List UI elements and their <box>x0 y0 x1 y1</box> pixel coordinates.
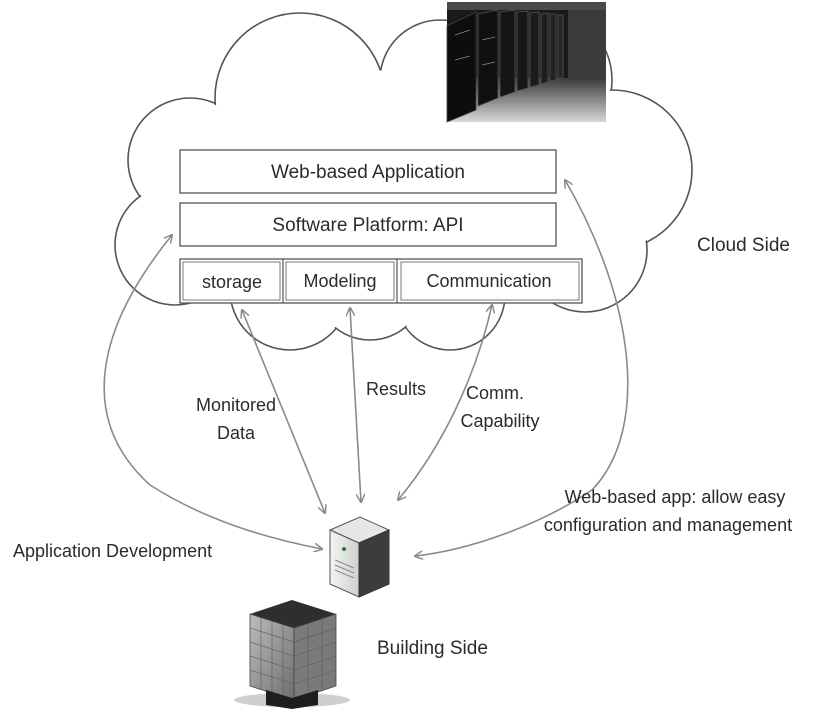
server-tower-icon <box>328 516 391 598</box>
module-row: storage Modeling Communication <box>179 258 583 304</box>
building-side-label: Building Side <box>377 638 488 659</box>
monitored-label-line1: Monitored <box>196 395 276 415</box>
monitored-label-line2: Data <box>217 423 256 443</box>
web-app-box: Web-based Application <box>179 149 557 194</box>
web-app-note-line1: Web-based app: allow easy <box>565 487 786 507</box>
results-label: Results <box>366 379 426 399</box>
modeling-module-label: Modeling <box>303 271 376 291</box>
datacenter-photo-icon <box>446 2 606 123</box>
arrows <box>103 180 629 556</box>
comm-label-line1: Comm. <box>466 383 524 403</box>
app-development-label: Application Development <box>13 541 212 561</box>
storage-module-label: storage <box>202 272 262 292</box>
arrow-web-app <box>415 180 629 556</box>
web-app-note-line2: configuration and management <box>544 515 792 535</box>
web-app-label: Web-based Application <box>271 162 465 183</box>
software-platform-box: Software Platform: API <box>179 202 557 247</box>
cloud-side-label: Cloud Side <box>697 235 790 256</box>
arrow-application-development <box>103 235 322 549</box>
office-building-icon <box>234 600 350 709</box>
communication-module-label: Communication <box>426 271 551 291</box>
software-platform-label: Software Platform: API <box>272 215 463 236</box>
arrow-results <box>350 308 361 502</box>
comm-label-line2: Capability <box>460 411 539 431</box>
